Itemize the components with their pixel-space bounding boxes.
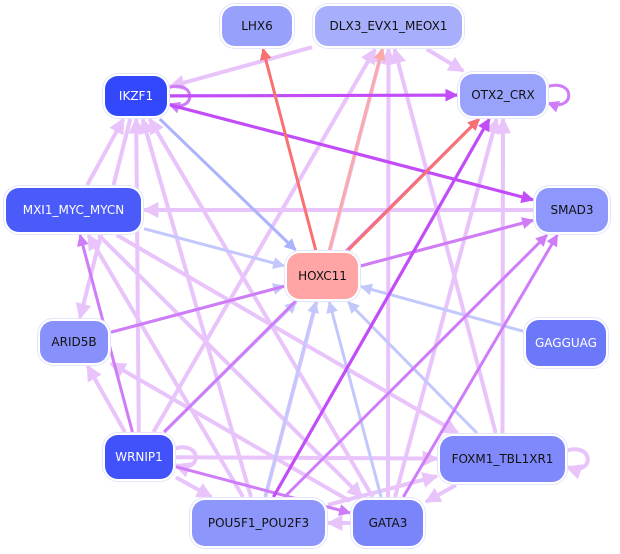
edge-mxi1-myc-mycn-to-ikzf1: [85, 117, 126, 186]
edge-gata3-to-ikzf1: [147, 117, 375, 499]
edge-hoxc11-to-otx2-crx: [347, 117, 481, 252]
edge-foxm1-tbl1xr1-to-gata3: [424, 483, 457, 504]
node-smad3[interactable]: SMAD3: [536, 188, 608, 232]
edge-wrnip1-to-foxm1-tbl1xr1: [175, 450, 439, 467]
edge-dlx3-evx1-meox1-to-otx2-crx: [425, 47, 465, 73]
edge-gata3-to-otx2-crx: [393, 117, 501, 498]
edge-ikzf1-to-smad3: [169, 103, 535, 204]
edge-hoxc11-to-dlx3-evx1-meox1: [327, 47, 386, 251]
edge-ikzf1-to-hoxc11: [158, 117, 297, 252]
edge-otx2-crx-to-otx2-crx: [545, 83, 571, 113]
edge-ikzf1-to-otx2-crx: [169, 88, 459, 102]
edge-pou5f1-pou2f3-to-hoxc11: [263, 300, 319, 498]
edge-wrnip1-to-arid5b: [85, 364, 127, 433]
node-pou5f1-pou2f3[interactable]: POU5F1_POU2F3: [192, 500, 325, 546]
edge-pou5f1-pou2f3-to-mxi1-myc-mycn: [86, 233, 245, 499]
node-foxm1-tbl1xr1[interactable]: FOXM1_TBL1XR1: [440, 436, 565, 482]
edge-gata3-to-smad3: [402, 233, 559, 498]
node-otx2-crx[interactable]: OTX2_CRX: [460, 74, 546, 116]
node-dlx3-evx1-meox1[interactable]: DLX3_EVX1_MEOX1: [315, 6, 462, 46]
edge-wrnip1-to-dlx3-evx1-meox1: [151, 47, 377, 434]
edge-foxm1-tbl1xr1-to-otx2-crx: [494, 117, 511, 434]
edge-gata3-to-arid5b: [109, 361, 351, 503]
node-lhx6[interactable]: LHX6: [222, 6, 292, 46]
edge-mxi1-myc-mycn-to-hoxc11: [143, 227, 286, 269]
node-wrnip1[interactable]: WRNIP1: [105, 435, 173, 479]
node-ikzf1[interactable]: IKZF1: [105, 76, 167, 116]
node-arid5b[interactable]: ARID5B: [40, 321, 108, 363]
edge-mxi1-myc-mycn-to-foxm1-tbl1xr1: [115, 233, 460, 435]
edge-pou5f1-pou2f3-to-smad3: [283, 233, 549, 499]
node-gagguag[interactable]: GAGGUAG: [526, 320, 606, 366]
edge-pou5f1-pou2f3-to-otx2-crx: [272, 117, 491, 498]
edge-dlx3-evx1-meox1-to-ikzf1: [168, 45, 313, 91]
edge-foxm1-tbl1xr1-to-foxm1-tbl1xr1: [564, 447, 590, 480]
node-mxi1-myc-mycn[interactable]: MXI1_MYC_MYCN: [6, 188, 141, 232]
node-gata3[interactable]: GATA3: [353, 500, 423, 546]
edge-wrnip1-to-pou5f1-pou2f3: [175, 475, 213, 499]
edge-hoxc11-to-lhx6: [259, 47, 318, 251]
edge-gata3-to-hoxc11: [326, 300, 383, 498]
node-hoxc11[interactable]: HOXC11: [287, 253, 358, 299]
edge-gata3-to-dlx3-evx1-meox1: [380, 47, 397, 498]
